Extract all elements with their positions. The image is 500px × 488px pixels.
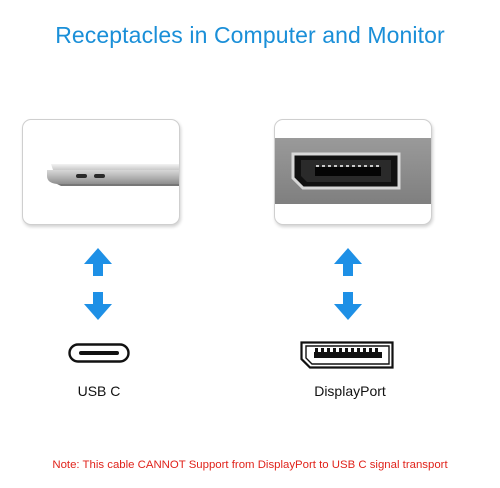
- displayport-port-icon: [300, 341, 394, 374]
- displayport-label: DisplayPort: [314, 383, 386, 399]
- monitor-image-card: [274, 119, 432, 225]
- laptop-image-card: [22, 119, 180, 225]
- monitor-displayport-receptacle-icon: [275, 138, 431, 204]
- usb-c-port-icon: [68, 343, 130, 368]
- usb-c-label: USB C: [77, 383, 121, 399]
- laptop-usb-c-ports-icon: [47, 164, 179, 186]
- up-down-arrows-icon: [83, 248, 113, 328]
- page-title: Receptacles in Computer and Monitor: [55, 22, 445, 48]
- up-down-arrows-icon: [333, 248, 363, 328]
- compatibility-note: Note: This cable CANNOT Support from Dis…: [52, 459, 448, 471]
